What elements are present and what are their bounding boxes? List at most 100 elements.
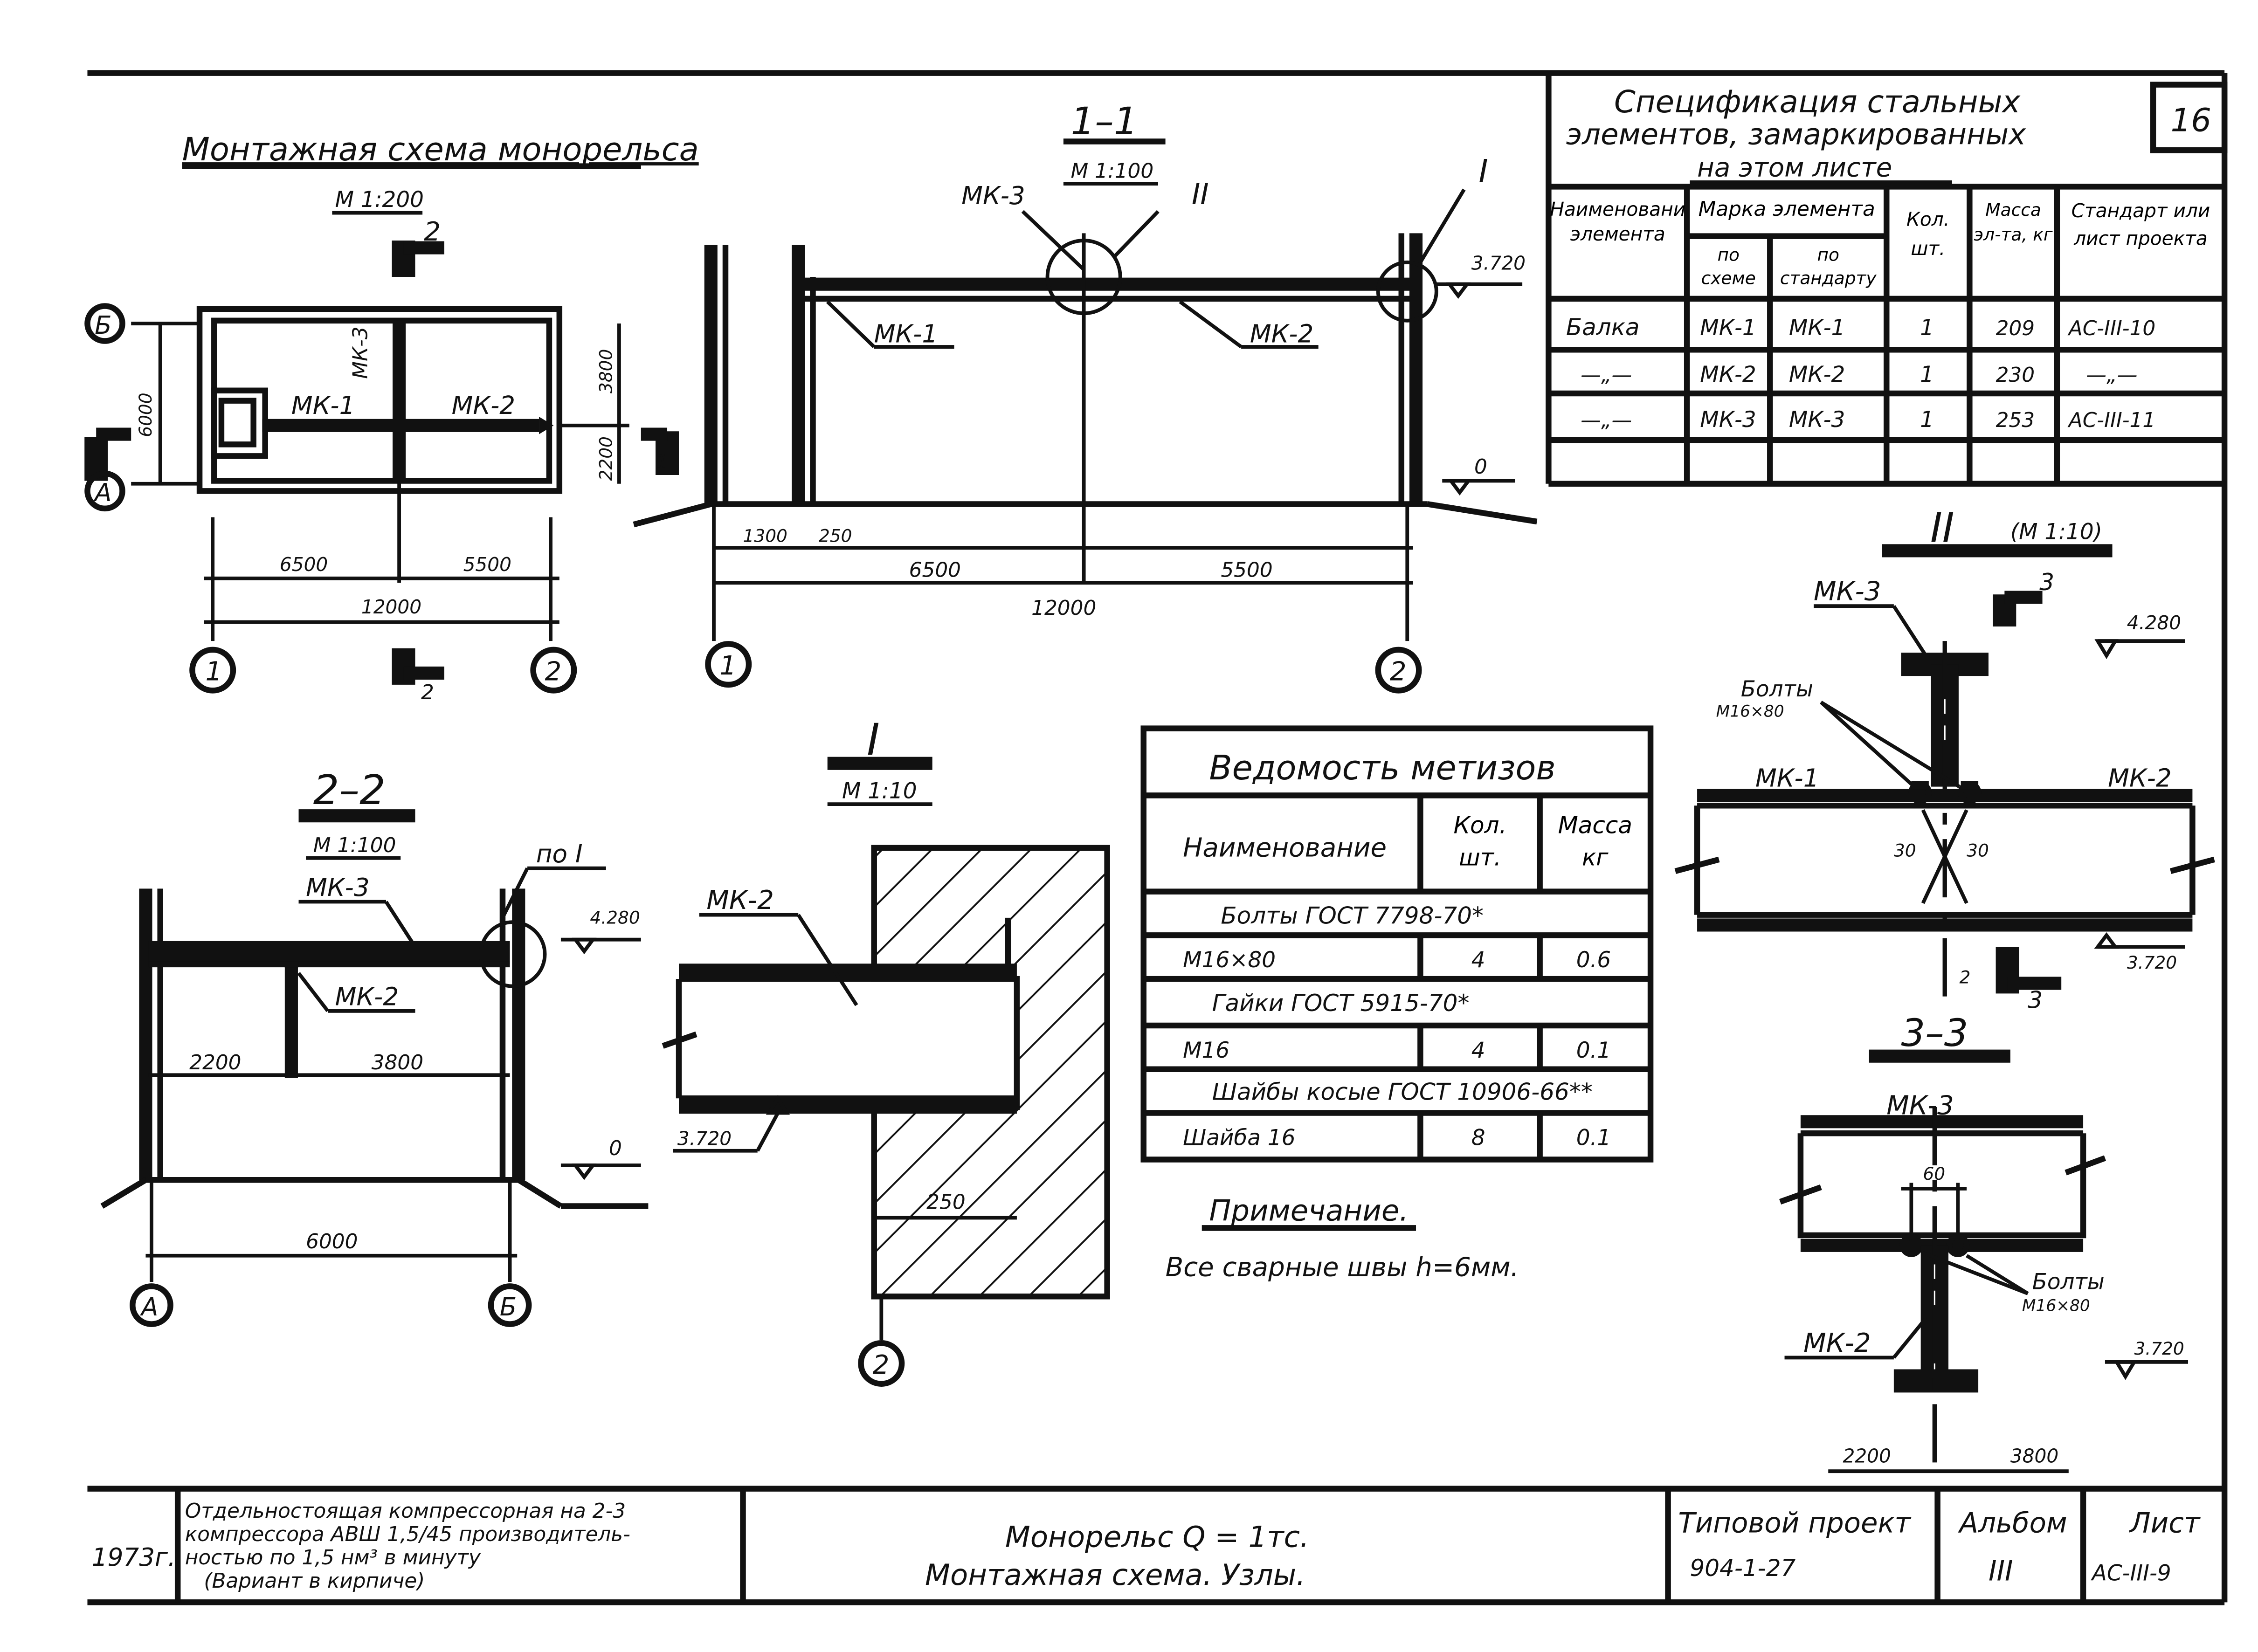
section-2-2-dim-6000: 6000 xyxy=(306,1230,358,1253)
spec-cell-standard-mark: МК-2 xyxy=(1789,362,1845,387)
section-1-1-node-1: I xyxy=(1478,153,1488,190)
node-2-title: II xyxy=(1930,504,1954,552)
hardware-cell-qty: 8 xyxy=(1471,1125,1485,1150)
montage-mk3: МК-3 xyxy=(348,326,372,379)
section-1-1-axis-2: 2 xyxy=(1390,657,1407,687)
spec-cell-qty: 1 xyxy=(1920,407,1934,433)
specification-table: 16 Спецификация стальных элементов, зама… xyxy=(1546,73,2228,487)
spec-cell-name: Балка xyxy=(1566,314,1640,341)
montage-axis-a: А xyxy=(93,478,111,507)
spec-cell-mass: 209 xyxy=(1996,317,2035,340)
montage-axis-1: 1 xyxy=(206,657,222,687)
node-2-mark-2: 2 xyxy=(1959,967,1970,987)
node-2-elev-bot: 3.720 xyxy=(2127,952,2177,973)
section-2-2-dim-3800: 3800 xyxy=(372,1051,423,1074)
hardware-header-name: Наименование xyxy=(1183,833,1387,863)
spec-cell-qty: 1 xyxy=(1920,316,1934,341)
montage-cut-2-top: 2 xyxy=(424,217,441,247)
hardware-row-group: Шайбы косые ГОСТ 10906-66** xyxy=(1212,1078,1593,1105)
section-3-3-mk2: МК-2 xyxy=(1803,1328,1871,1358)
hardware-cell-name: Шайба 16 xyxy=(1183,1125,1295,1150)
title-description-line1: Отдельностоящая компрессорная на 2-3 xyxy=(185,1499,626,1523)
note-text: Все сварные швы h=6мм. xyxy=(1166,1252,1519,1282)
spec-cell-mass: 253 xyxy=(1996,408,2035,432)
section-1-1-mk3: МК-3 xyxy=(961,181,1025,210)
spec-header-mass: Масса эл-та, кг xyxy=(1974,200,2053,245)
section-1-1-node-2: II xyxy=(1192,177,1209,211)
spec-header-by-standard: по стандарту xyxy=(1780,245,1877,289)
section-2-2-axis-a: А xyxy=(140,1293,158,1322)
montage-scheme: Монтажная схема монорельса М 1:200 2 МК-… xyxy=(84,131,699,704)
node-2: II (М 1:10) МК-3 3 4.280 Болты М16×80 МК… xyxy=(1674,504,2215,1014)
node-1-dim-250: 250 xyxy=(926,1191,965,1214)
hardware-row-group: Гайки ГОСТ 5915-70* xyxy=(1212,990,1470,1017)
section-1-1-dim-5500: 5500 xyxy=(1221,558,1272,582)
section-1-1-elev-zero: 0 xyxy=(1474,455,1487,479)
hardware-table: Ведомость метизов Наименование Кол. шт. … xyxy=(1140,725,1654,1163)
section-1-1-elev-top: 3.720 xyxy=(1471,252,1526,274)
hardware-row: Шайба 16 8 0.1 xyxy=(1183,1125,1611,1150)
spec-cell-name: —„— xyxy=(1581,363,1632,387)
hardware-row: М16 4 0.1 xyxy=(1183,1038,1611,1063)
montage-dim-12000: 12000 xyxy=(361,596,421,618)
title-album-value: III xyxy=(1989,1555,2013,1587)
section-2-2-dim-2200: 2200 xyxy=(189,1051,241,1074)
section-1-1-dim-1300: 1300 xyxy=(743,526,787,546)
node-2-bolts: Болты xyxy=(1741,677,1813,702)
section-2-2-mk2: МК-2 xyxy=(335,982,399,1011)
hardware-row: М16×80 4 0.6 xyxy=(1183,948,1611,973)
montage-scale: М 1:200 xyxy=(335,187,424,213)
spec-header-name: Наименование элемента xyxy=(1550,200,1686,247)
section-2-2-scale: М 1:100 xyxy=(313,833,396,857)
node-2-bolts-size: М16×80 xyxy=(1716,702,1784,721)
spec-cell-doc: АС-III-10 xyxy=(2067,317,2155,340)
section-1-1-title: 1–1 xyxy=(1071,100,1138,144)
spec-cell-qty: 1 xyxy=(1920,362,1934,387)
hardware-title: Ведомость метизов xyxy=(1209,748,1555,787)
title-drawing-line2: Монтажная схема. Узлы. xyxy=(925,1558,1305,1592)
note-title: Примечание. xyxy=(1209,1194,1409,1228)
title-description-line3: ностью по 1,5 нм³ в минуту xyxy=(185,1546,481,1569)
section-1-1-dim-250: 250 xyxy=(819,526,852,546)
hardware-header-qty: Кол. шт. xyxy=(1453,811,1507,871)
hardware-cell-qty: 4 xyxy=(1471,1038,1485,1063)
section-2-2-mk3: МК-3 xyxy=(306,873,369,902)
node-1-scale: М 1:10 xyxy=(842,779,917,804)
section-1-1-mk2: МК-2 xyxy=(1250,320,1313,349)
node-2-cut-3-bottom: 3 xyxy=(2028,987,2043,1014)
spec-cell-name: —„— xyxy=(1581,408,1632,432)
hardware-cell-name: М16 xyxy=(1183,1038,1229,1063)
node-2-mk1: МК-1 xyxy=(1755,764,1819,793)
section-2-2-axis-b: Б xyxy=(500,1293,517,1322)
montage-dim-5500: 5500 xyxy=(463,553,511,576)
hardware-row-group: Болты ГОСТ 7798-70* xyxy=(1221,902,1484,929)
montage-dim-2200: 2200 xyxy=(595,436,616,481)
node-2-elev-top: 4.280 xyxy=(2127,612,2181,634)
title-sheet-label: Лист xyxy=(2129,1507,2201,1539)
sheet-number: 16 xyxy=(2171,102,2211,139)
montage-dim-6500: 6500 xyxy=(280,553,328,576)
montage-mk1: МК-1 xyxy=(291,391,355,420)
spec-cell-doc: АС-III-11 xyxy=(2067,408,2155,432)
section-3-3-title: 3–3 xyxy=(1901,1012,1968,1055)
section-3-3-elev: 3.720 xyxy=(2134,1338,2184,1359)
spec-cell-scheme: МК-1 xyxy=(1700,316,1756,341)
spec-cell-scheme: МК-3 xyxy=(1700,407,1756,433)
spec-cell-doc: —„— xyxy=(2086,363,2137,387)
title-sheet-value: АС-III-9 xyxy=(2091,1561,2171,1586)
spec-cell-mass: 230 xyxy=(1996,363,2035,387)
node-2-dim-30a: 30 xyxy=(1894,840,1916,861)
title-block: 1973г. Отдельностоящая компрессорная на … xyxy=(87,1486,2225,1603)
node-1: I М 1:10 МК-2 3.720 250 2 xyxy=(662,715,1110,1387)
node-1-mk2: МК-2 xyxy=(706,885,774,915)
title-description-line4: (Вариант в кирпиче) xyxy=(204,1569,425,1593)
section-1-1-scale: М 1:100 xyxy=(1071,159,1154,183)
hardware-cell-mass: 0.1 xyxy=(1576,1038,1611,1063)
spec-cell-standard-mark: МК-1 xyxy=(1789,316,1845,341)
spec-cell-standard-mark: МК-3 xyxy=(1789,407,1845,433)
montage-mk2: МК-2 xyxy=(452,391,515,420)
title-project-label: Типовой проект xyxy=(1678,1507,1911,1539)
section-1-1-dim-12000: 12000 xyxy=(1031,596,1096,620)
section-1-1-dim-6500: 6500 xyxy=(909,558,961,582)
